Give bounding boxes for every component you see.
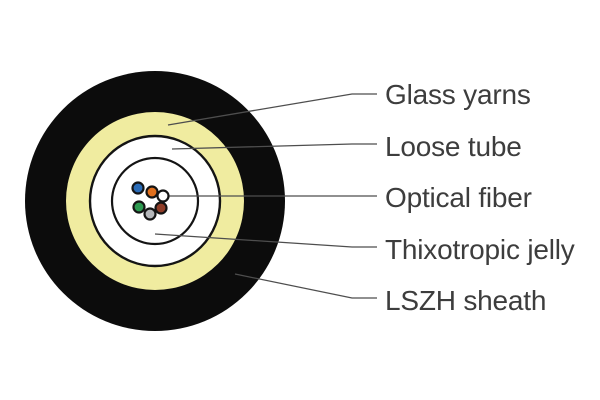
label-optical-fiber: Optical fiber [385,182,532,213]
label-glass-yarns: Glass yarns [385,79,531,110]
fiber-dot-gray [143,207,157,221]
fiber-dot-white [156,189,170,203]
fiber-dot-brown [154,201,168,215]
fiber-dot-green [132,200,146,214]
fiber-dot-orange [145,185,159,199]
label-lszh-sheath: LSZH sheath [385,285,547,316]
thixotropic-jelly-core [110,156,200,246]
fiber-dot-blue [131,181,145,195]
leader-line-glass-yarns [167,93,377,126]
leader-line-lszh-sheath [234,273,377,299]
label-loose-tube: Loose tube [385,131,522,162]
label-thixotropic-jelly: Thixotropic jelly [385,234,575,265]
leader-line-thixotropic-jelly [154,233,377,248]
leader-line-loose-tube [171,143,377,150]
